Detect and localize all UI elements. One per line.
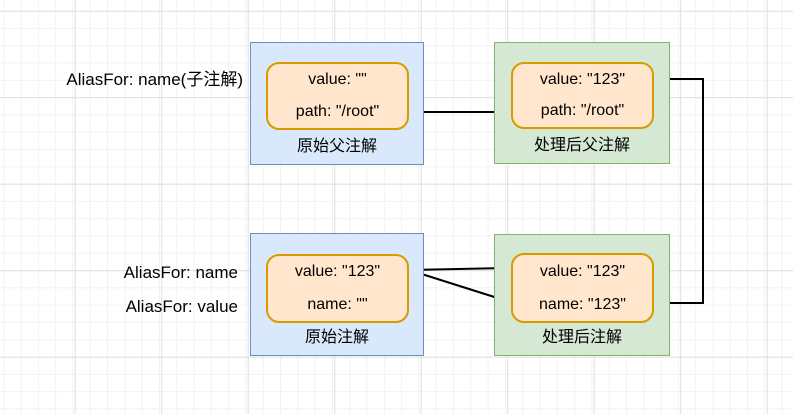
fields-box[interactable]: value: "123" name: "123" xyxy=(511,253,654,323)
label-aliasfor-name[interactable]: AliasFor: name xyxy=(123,263,238,282)
field-value: value: "123" xyxy=(539,70,626,88)
group-original-parent-annotation[interactable]: value: "" path: "/root" 原始父注解 xyxy=(250,42,424,165)
field-value: value: "" xyxy=(308,71,367,88)
group-label: 原始父注解 xyxy=(296,138,377,155)
field-path: path: "/root" xyxy=(540,102,625,120)
group-label: 处理后注解 xyxy=(541,329,622,346)
group-label: 原始注解 xyxy=(304,329,369,346)
fields-box[interactable]: value: "123" name: "" xyxy=(266,254,409,323)
field-value: value: "123" xyxy=(539,262,626,280)
arrow-value-to-name[interactable] xyxy=(408,269,508,303)
group-label: 处理后父注解 xyxy=(533,137,630,154)
arrow-value-to-value[interactable] xyxy=(408,263,508,274)
label-aliasfor-value[interactable]: AliasFor: value xyxy=(125,297,238,316)
field-name: name: "" xyxy=(307,295,368,313)
arrow-name-to-parent-value[interactable] xyxy=(653,74,704,304)
fields-box[interactable]: value: "123" path: "/root" xyxy=(511,62,654,129)
group-original-annotation[interactable]: value: "123" name: "" 原始注解 xyxy=(250,233,424,356)
group-processed-annotation[interactable]: value: "123" name: "123" 处理后注解 xyxy=(494,234,670,356)
field-value: value: "123" xyxy=(294,263,381,281)
group-processed-parent-annotation[interactable]: value: "123" path: "/root" 处理后父注解 xyxy=(494,42,670,164)
field-path: path: "/root" xyxy=(295,103,380,120)
field-name: name: "123" xyxy=(539,295,626,313)
fields-box[interactable]: value: "" path: "/root" xyxy=(266,62,409,130)
label-aliasfor-child-annotation[interactable]: AliasFor: name(子注解) xyxy=(66,70,243,89)
